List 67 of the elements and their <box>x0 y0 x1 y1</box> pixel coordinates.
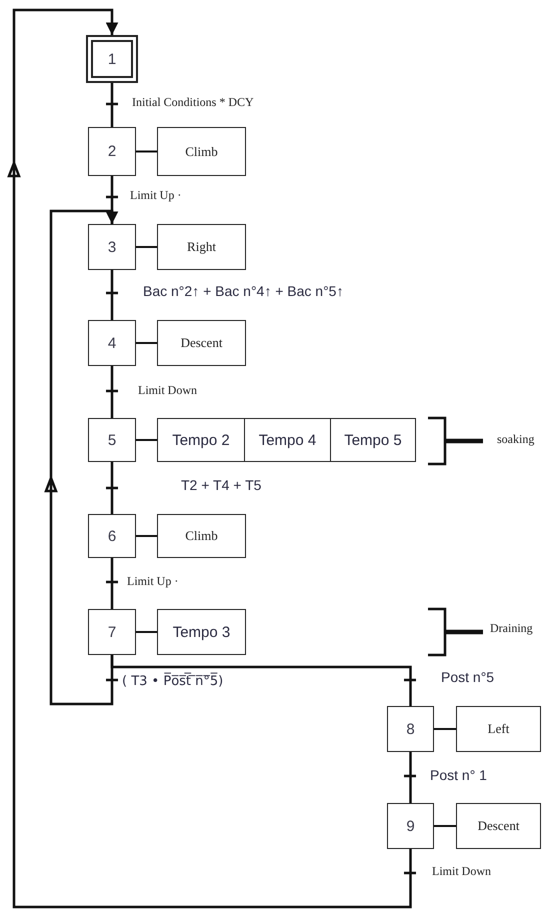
action-text: Climb <box>185 528 218 544</box>
action-link <box>136 631 157 633</box>
connector-line <box>110 270 114 320</box>
step-number: 4 <box>108 334 116 352</box>
action-link <box>434 728 456 730</box>
transition-condition: Limit Up · <box>129 189 182 202</box>
connector-line <box>110 655 412 706</box>
action-link <box>434 825 456 827</box>
group-label: Draining <box>489 622 534 636</box>
action-box <box>157 609 246 655</box>
step-box <box>88 418 136 462</box>
action-text: Descent <box>478 818 520 834</box>
action-text: Tempo 2 <box>172 432 230 448</box>
action-box <box>244 418 331 462</box>
step-number: 5 <box>108 432 116 448</box>
step-number: 8 <box>406 720 415 738</box>
action-box <box>157 224 246 270</box>
step-box <box>88 514 136 558</box>
transition-condition: Initial Conditions * DCY <box>131 96 255 110</box>
transition-condition: Limit Down <box>137 384 198 398</box>
transition-condition: ( T3 • P̅o̅s̅t̅ ̅n̅°̅5̅) <box>121 675 224 690</box>
action-box <box>456 706 541 752</box>
action-text: Climb <box>185 144 218 160</box>
action-link <box>136 342 157 344</box>
transition-condition: Post n°5 <box>440 670 496 686</box>
arrow <box>44 210 118 706</box>
action-text: Tempo 3 <box>172 624 230 640</box>
step-box <box>88 224 136 270</box>
group-label: soaking <box>496 433 536 446</box>
step-number: 6 <box>108 528 116 544</box>
action-box <box>330 418 416 462</box>
connector-line <box>110 558 114 609</box>
step-number: 1 <box>108 50 116 68</box>
step-number: 2 <box>108 143 116 160</box>
arrow <box>8 8 412 908</box>
action-text: Descent <box>180 335 222 351</box>
action-box <box>157 127 246 176</box>
step-box <box>387 706 434 752</box>
action-box <box>157 320 246 366</box>
action-text: Right <box>187 239 216 255</box>
action-link <box>136 439 157 441</box>
transition-condition: T2 + T4 + T5 <box>180 478 262 494</box>
connector-line <box>110 462 114 514</box>
action-text: Tempo 4 <box>258 432 316 448</box>
connector-line <box>110 83 114 127</box>
action-link <box>136 150 157 152</box>
action-box <box>157 514 246 558</box>
step-box <box>387 803 434 849</box>
transition-condition: Limit Down <box>431 865 492 878</box>
step-number: 9 <box>406 818 415 834</box>
transition-condition: Limit Up · <box>126 575 180 588</box>
step-box <box>88 127 136 176</box>
step-number: 7 <box>108 624 116 640</box>
action-box <box>456 803 541 849</box>
step-box <box>88 609 136 655</box>
action-text: Left <box>488 721 510 737</box>
connector-line <box>110 366 114 418</box>
action-box <box>157 418 245 462</box>
transition-condition: Post n° 1 <box>429 768 488 784</box>
action-link <box>136 246 157 248</box>
action-text: Tempo 5 <box>344 432 402 448</box>
connector-line <box>409 752 412 803</box>
step-box <box>88 320 136 366</box>
initial-step-box <box>86 35 138 83</box>
transition-condition: Bac n°2↑ + Bac n°4↑ + Bac n°5↑ <box>142 284 344 300</box>
action-link <box>136 535 157 537</box>
step-number: 3 <box>108 238 116 256</box>
